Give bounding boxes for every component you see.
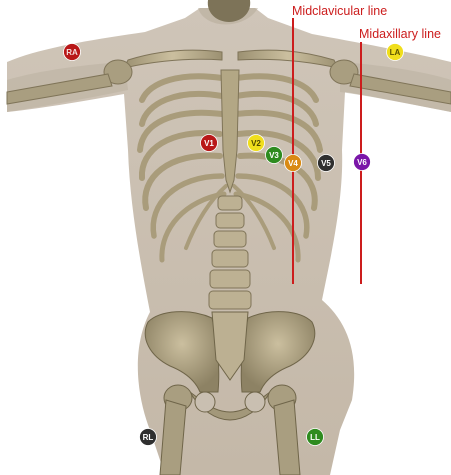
electrode-la-label: LA bbox=[390, 48, 401, 57]
vertebra bbox=[218, 196, 242, 210]
electrode-ll: LL bbox=[307, 429, 324, 446]
vertebra bbox=[209, 291, 251, 309]
electrode-v6-label: V6 bbox=[357, 158, 367, 167]
vertebra bbox=[216, 213, 244, 228]
electrode-la: LA bbox=[387, 44, 404, 61]
vertebra bbox=[212, 250, 248, 267]
electrode-v1-label: V1 bbox=[204, 139, 214, 148]
electrode-v5-label: V5 bbox=[321, 159, 331, 168]
electrode-v2: V2 bbox=[248, 135, 265, 152]
midclavicular-line-label: Midclavicular line bbox=[292, 4, 387, 18]
vertebra bbox=[210, 270, 250, 288]
electrode-v3-label: V3 bbox=[269, 151, 279, 160]
electrode-v6: V6 bbox=[354, 154, 371, 171]
electrode-v1: V1 bbox=[201, 135, 218, 152]
electrode-rl-label: RL bbox=[143, 433, 154, 442]
electrode-v4: V4 bbox=[285, 155, 302, 172]
electrode-rl: RL bbox=[140, 429, 157, 446]
midaxillary-line-label: Midaxillary line bbox=[359, 27, 441, 41]
right-obturator bbox=[195, 392, 215, 412]
electrode-ra-label: RA bbox=[66, 48, 78, 57]
electrode-ll-label: LL bbox=[310, 433, 320, 442]
electrode-v2-label: V2 bbox=[251, 139, 261, 148]
electrode-v3: V3 bbox=[266, 147, 283, 164]
electrode-v5: V5 bbox=[318, 155, 335, 172]
electrode-v4-label: V4 bbox=[288, 159, 298, 168]
left-obturator bbox=[245, 392, 265, 412]
vertebra bbox=[214, 231, 246, 247]
electrode-ra: RA bbox=[64, 44, 81, 61]
